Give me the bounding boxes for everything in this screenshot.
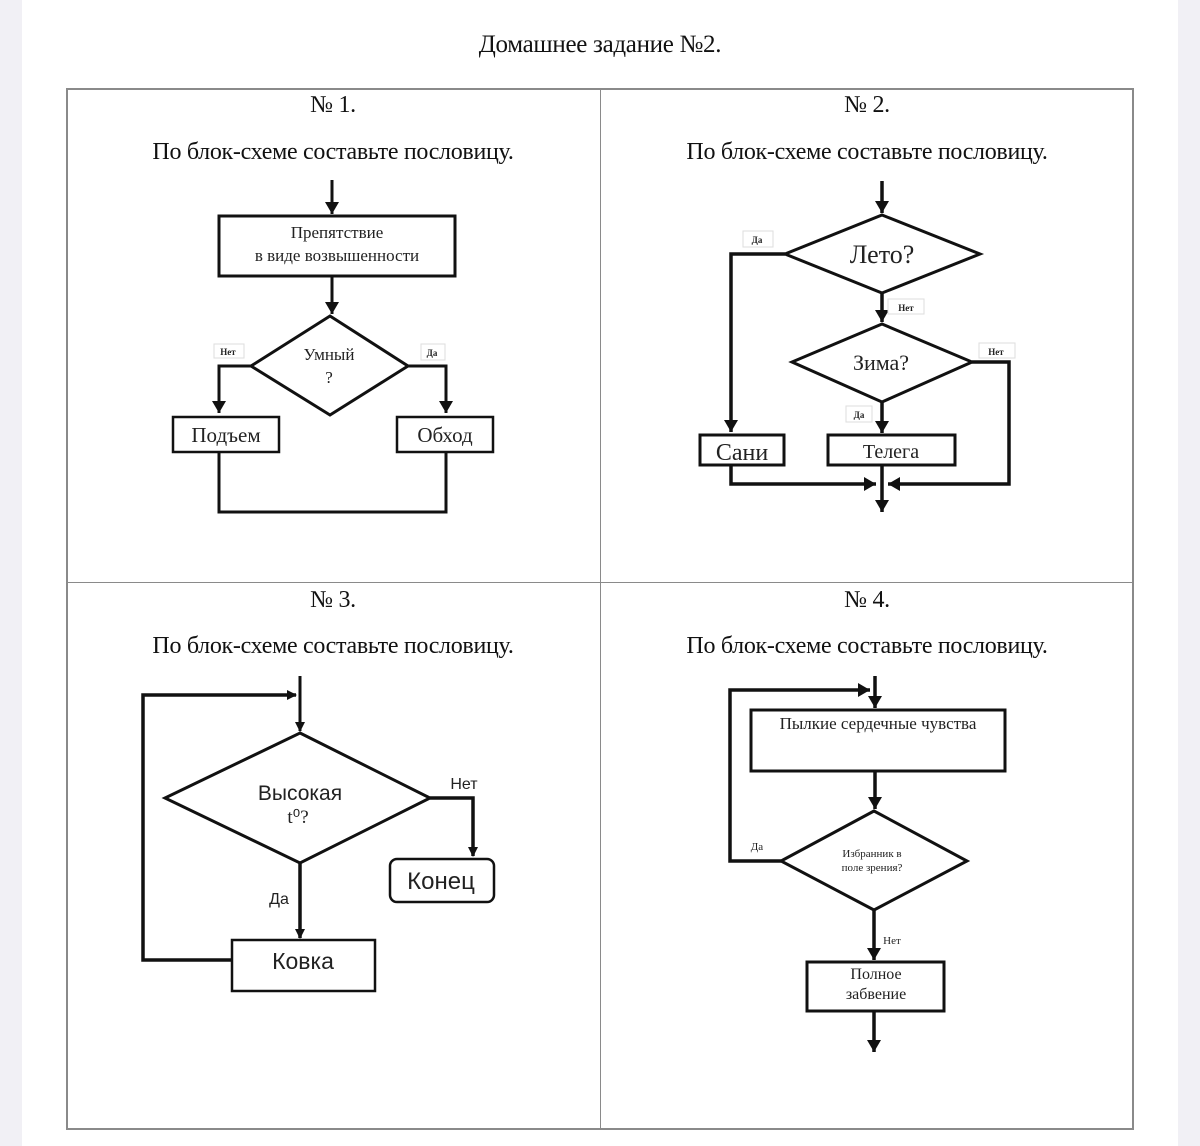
flowchart-4: [728, 676, 1007, 1052]
box-right-text: Обход: [417, 423, 473, 447]
flowchart-3-text: Высокая t⁰? Нет Да Конец Ковка: [258, 776, 478, 974]
process-block: [217, 214, 457, 278]
decision1-text: Лето?: [850, 240, 915, 269]
process-text-line2: в виде возвышенности: [255, 246, 419, 265]
document-title: Домашнее задание №2.: [478, 31, 722, 58]
label-box-yes1: [742, 230, 774, 248]
task-1-instruction: По блок-схеме составьте пословицу.: [152, 139, 514, 165]
flowchart-2-text: Лето? Зима? Да Нет Нет Да Сани Телега: [716, 235, 1004, 466]
box-left-text: Подъем: [191, 423, 260, 447]
decision-text-line1: Избранник в: [842, 848, 901, 860]
task-2-instruction: По блок-схеме составьте пословицу.: [686, 139, 1048, 165]
task-3-instruction: По блок-схеме составьте пословицу.: [152, 633, 514, 659]
decision-text-line1: Умный: [304, 345, 355, 364]
table-divider-horizontal: [66, 582, 1134, 583]
table-divider-vertical: [600, 88, 601, 1130]
decision2-text: Зима?: [853, 350, 909, 375]
label-box-yes2: [845, 405, 873, 423]
flowchart-1: [171, 180, 495, 514]
decision-diamond: [777, 809, 971, 912]
flowchart-4-text: Пылкие сердечные чувства Избранник в пол…: [751, 714, 977, 1003]
process-text: Пылкие сердечные чувства: [780, 714, 977, 733]
process-text: Ковка: [272, 948, 334, 974]
label-yes: Да: [269, 891, 289, 908]
label-yes1: Да: [752, 235, 763, 245]
decision-diamond: [248, 314, 411, 417]
flowchart-3: [141, 676, 496, 993]
label-box-no1: [887, 298, 925, 315]
loop-back-arrow-yes: [728, 683, 870, 863]
arrow-no-branch: [430, 796, 478, 857]
process-block: [230, 938, 377, 993]
decision-text-line2: ?: [325, 368, 333, 387]
arrow-no2-branch: [888, 360, 1011, 491]
process-text-line1: Препятствие: [291, 223, 384, 242]
label-box-no2: [978, 342, 1016, 359]
result-text-line1: Полное: [850, 966, 901, 983]
label-yes: Да: [751, 841, 764, 853]
box-center-text: Телега: [863, 441, 919, 463]
end-terminator: [388, 857, 496, 904]
task-4-number: № 4.: [844, 587, 890, 613]
label-box-yes: [420, 343, 446, 361]
merge-line: [217, 452, 448, 514]
label-yes2: Да: [854, 410, 865, 420]
box-center: [826, 433, 957, 467]
label-box-no: [213, 343, 245, 359]
task-4-instruction: По блок-схеме составьте пословицу.: [686, 633, 1048, 659]
task-2-number: № 2.: [844, 92, 890, 118]
label-yes: Да: [427, 348, 438, 358]
label-no: Нет: [450, 776, 478, 793]
label-no2: Нет: [988, 347, 1004, 357]
box-left: [171, 415, 281, 454]
decision-text-line2: t⁰?: [287, 807, 308, 828]
label-no: Нет: [883, 935, 901, 947]
box-right: [395, 415, 495, 454]
task-3-number: № 3.: [310, 587, 356, 613]
label-no: Нет: [220, 347, 236, 357]
arrow-yes1-branch: [724, 252, 785, 432]
result-text-line2: забвение: [846, 986, 906, 1003]
flowchart-2: [698, 181, 1016, 512]
loop-back-arrow: [141, 690, 297, 962]
arrow-no-branch: [212, 364, 251, 413]
task-1-number: № 1.: [310, 92, 356, 118]
box-left: [698, 433, 786, 467]
decision-text-line1: Высокая: [258, 782, 342, 805]
arrow-merge-left: [729, 465, 876, 491]
end-text: Конец: [407, 868, 475, 895]
flowchart-1-text: Препятствие в виде возвышенности Умный ?…: [191, 223, 473, 447]
label-no1: Нет: [898, 303, 914, 313]
process-block: [749, 708, 1007, 773]
decision-text-line2: поле зрения?: [842, 862, 903, 874]
arrow-yes-branch: [408, 364, 453, 413]
box-left-text: Сани: [716, 440, 769, 466]
